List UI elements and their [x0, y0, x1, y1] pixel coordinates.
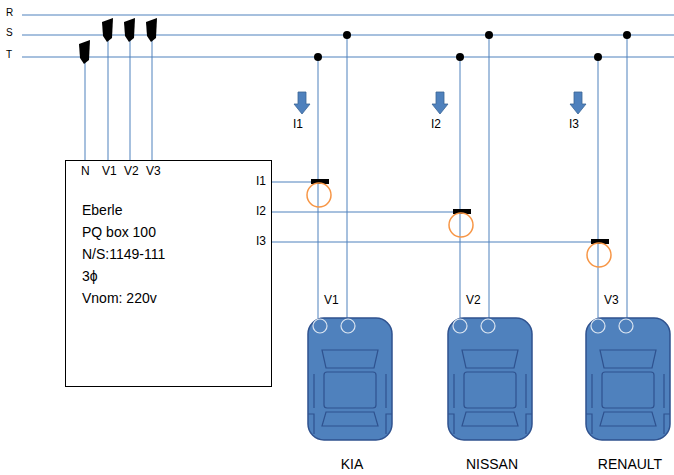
side-line — [453, 374, 454, 408]
voltage-clamp — [146, 18, 157, 42]
headlight — [619, 319, 633, 333]
current-label: I2 — [431, 118, 441, 132]
ct-lead — [272, 242, 592, 243]
phase-label: R — [6, 7, 13, 19]
wheel-arch — [448, 414, 454, 434]
wheel-arch — [664, 414, 670, 434]
vehicle-name: KIA — [300, 456, 404, 472]
meter-box: Eberle PQ box 100 N/S:1149-111 3ϕ Vnom: … — [65, 160, 272, 387]
terminal-label: I3 — [256, 235, 266, 249]
supply-wire — [318, 57, 319, 318]
headlight — [341, 319, 355, 333]
windshield — [462, 350, 518, 368]
terminal-label: V3 — [146, 165, 161, 179]
device-description: Eberle PQ box 100 N/S:1149-111 3ϕ Vnom: … — [82, 199, 165, 309]
vehicle: KIA — [300, 314, 404, 475]
windshield — [322, 350, 378, 368]
ct-lead — [272, 182, 312, 183]
current-arrow — [294, 92, 310, 114]
supply-wire — [489, 35, 490, 318]
car-body — [308, 318, 392, 440]
side-line — [313, 374, 314, 408]
rear-window — [322, 412, 378, 426]
current-arrow — [570, 92, 586, 114]
headlight — [453, 319, 467, 333]
terminal-label: N — [81, 165, 90, 179]
junction-dot — [343, 31, 351, 39]
car-body — [586, 318, 670, 440]
wheel-arch — [526, 414, 532, 434]
probe-wire — [85, 62, 86, 160]
side-line — [385, 374, 386, 408]
phase-label: T — [6, 49, 12, 61]
roof — [324, 372, 376, 408]
car-body — [448, 318, 532, 440]
voltage-label: V3 — [604, 294, 619, 308]
wheel-arch — [386, 414, 392, 434]
phase-line — [22, 15, 674, 16]
probe-wire — [108, 40, 109, 160]
roof — [602, 372, 654, 408]
junction-dot — [594, 53, 602, 61]
rear-window — [600, 412, 656, 426]
terminal-label: V1 — [102, 165, 117, 179]
junction-dot — [485, 31, 493, 39]
voltage-clamp — [79, 40, 90, 64]
current-label: I1 — [293, 118, 303, 132]
terminal-label: V2 — [124, 165, 139, 179]
supply-wire — [598, 57, 599, 318]
junction-dot — [623, 31, 631, 39]
phase-line — [22, 57, 674, 58]
car-illustration — [440, 314, 540, 444]
junction-dot — [456, 53, 464, 61]
junction-dot — [314, 53, 322, 61]
current-clamp — [307, 183, 331, 207]
wheel-arch — [586, 414, 592, 434]
vehicle: RENAULT — [578, 314, 674, 475]
terminal-label: I1 — [256, 175, 266, 189]
current-arrow — [432, 92, 448, 114]
supply-wire — [347, 35, 348, 318]
headlight — [591, 319, 605, 333]
vehicle-name: NISSAN — [440, 456, 544, 472]
voltage-clamp — [124, 18, 135, 42]
car-illustration — [578, 314, 674, 444]
windshield — [600, 350, 656, 368]
side-line — [663, 374, 664, 408]
current-clamp — [587, 243, 611, 267]
probe-wire — [130, 40, 131, 160]
voltage-label: V2 — [466, 294, 481, 308]
vehicle: NISSAN — [440, 314, 544, 475]
rear-window — [462, 412, 518, 426]
probe-wire — [152, 40, 153, 160]
voltage-clamp — [102, 18, 113, 42]
terminal-label: I2 — [256, 205, 266, 219]
current-clamp — [449, 213, 473, 237]
headlight — [481, 319, 495, 333]
side-line — [525, 374, 526, 408]
voltage-label: V1 — [324, 294, 339, 308]
car-illustration — [300, 314, 400, 444]
phase-label: S — [6, 27, 13, 39]
ct-lead — [272, 212, 454, 213]
roof — [464, 372, 516, 408]
vehicle-name: RENAULT — [578, 456, 674, 472]
wheel-arch — [308, 414, 314, 434]
side-line — [591, 374, 592, 408]
headlight — [313, 319, 327, 333]
current-label: I3 — [569, 118, 579, 132]
supply-wire — [627, 35, 628, 318]
supply-wire — [460, 57, 461, 318]
